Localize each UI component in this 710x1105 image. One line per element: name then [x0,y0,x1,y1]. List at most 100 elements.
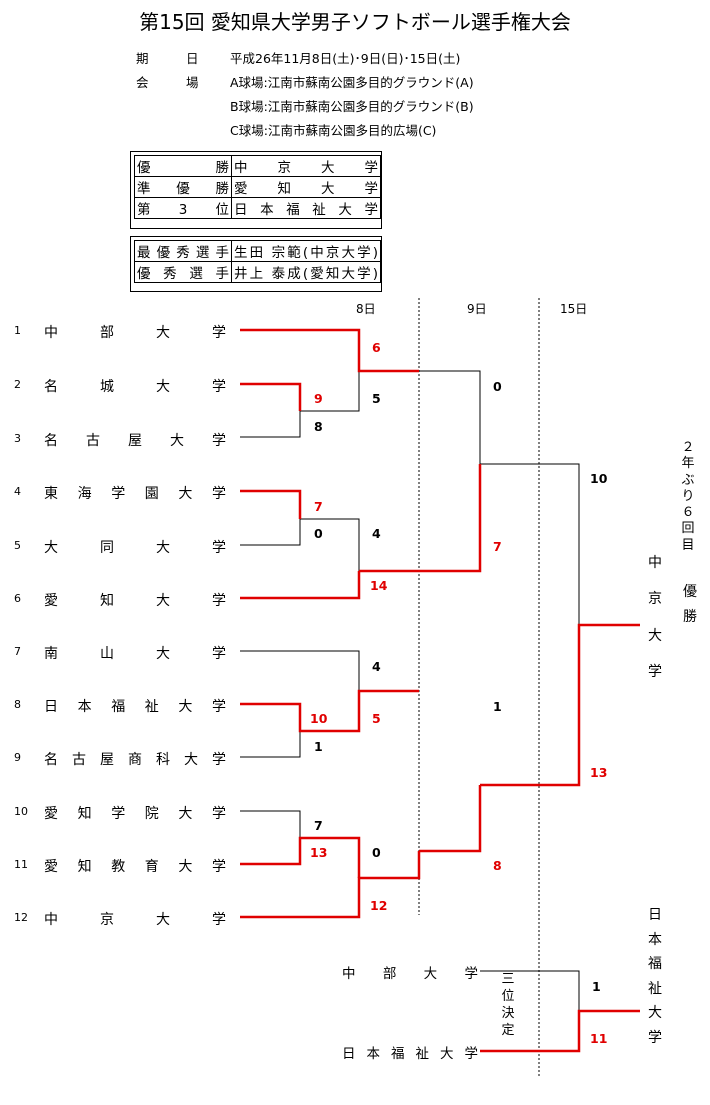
day-header-3: 15日 [560,302,588,316]
score-sf2-bottom: 8 [493,858,502,873]
result-value: 日本福祉大学 [231,197,381,219]
score-final-bottom: 13 [590,765,608,780]
team-entry: 2 名城大学 [14,376,226,396]
team-name: 愛知学院大学 [44,806,226,822]
path-team-5 [240,519,301,546]
score-third-bottom: 11 [590,1031,608,1046]
path-team-2-win [240,382,302,411]
team-entry: 5 大同大学 [14,537,226,557]
path-team-10 [240,810,301,838]
score-r1-team4: 7 [314,499,323,514]
day-header-2: 9日 [467,302,487,316]
award-value: 生田 宗範(中京大学) [231,240,381,262]
team-number: 6 [14,592,21,605]
award-label: 優秀選手 [134,261,232,283]
team-name: 名古屋大学 [44,433,226,449]
score-r1-team8: 10 [310,711,328,726]
path-third-loser [480,970,580,1011]
third-team-a: 中部大学 [342,966,478,982]
score-r1-team9: 1 [314,739,323,754]
team-number: 10 [14,805,28,818]
team-number: 11 [14,858,28,871]
team-entry: 9 名古屋商科大学 [14,749,226,769]
champion-title: 優勝 [683,584,697,626]
score-r2-4-bottom: 12 [370,898,388,913]
path-team-4-win [240,489,302,519]
team-name: 名古屋商科大学 [44,752,226,768]
team-name: 愛知教育大学 [44,859,226,875]
path-team-12-win [240,851,421,919]
path-team-3 [240,411,301,438]
path-sf2-win [419,785,482,853]
team-name: 名城大学 [44,379,226,395]
venue-b: B球場:江南市蘇南公園多目的グラウンド(B) [230,99,474,114]
venue-a: A球場:江南市蘇南公園多目的グラウンド(A) [230,75,474,90]
score-r2-4-top: 0 [372,845,381,860]
third-place-label: 三位決定 [501,972,515,1038]
path-sf1-win [359,464,482,573]
team-number: 8 [14,698,21,711]
third-place-winner: 日本福祉大学 [648,907,662,1046]
date-label: 期 日 [136,51,199,66]
award-label: 最優秀選手 [134,240,232,262]
score-r2-2-top: 4 [372,526,381,541]
result-label: 第3位 [134,197,232,219]
winning-paths [240,328,640,1053]
award-row-outstanding: 優秀選手 井上 泰成(愛知大学) [134,261,381,283]
result-label: 優勝 [134,155,232,177]
team-number: 2 [14,378,21,391]
result-row-champion: 優勝 中京大学 [134,155,381,177]
score-r1-team10: 7 [314,818,323,833]
losing-paths [240,370,580,1011]
score-r1-team5: 0 [314,526,323,541]
path-final-loser [480,463,580,625]
date-value: 平成26年11月8日(土)･9日(日)･15日(土) [230,51,461,66]
score-r2-1-bottom: 5 [372,391,381,406]
path-third-win [480,1009,640,1053]
award-value: 井上 泰成(愛知大学) [231,261,381,283]
team-name: 日本福祉大学 [44,699,226,715]
path-team-8-win [240,689,419,733]
path-team-11-win [240,836,361,878]
page-title: 第15回 愛知県大学男子ソフトボール選手権大会 [139,10,571,34]
team-number: 12 [14,911,28,924]
awards-frame [130,236,382,292]
path-sf1-loser [419,370,481,464]
team-name: 大同大学 [44,540,226,556]
score-r2-1-top: 6 [372,340,381,355]
score-r2-2-bottom: 14 [370,578,388,593]
path-team-9 [240,731,301,758]
path-team-6-win [240,571,361,600]
team-entry: 8 日本福祉大学 [14,696,226,716]
path-team-7 [240,650,360,691]
awards-table: 最優秀選手 生田 宗範(中京大学) 優秀選手 井上 泰成(愛知大学) [134,240,381,283]
day-header-1: 8日 [356,302,376,316]
score-r2-3-bottom: 5 [372,711,381,726]
score-third-top: 1 [592,979,601,994]
path-r2-2-loser [300,518,360,571]
score-sf2-top: 1 [493,699,502,714]
team-number: 4 [14,485,21,498]
award-row-mvp: 最優秀選手 生田 宗範(中京大学) [134,240,381,262]
team-name: 愛知大学 [44,593,226,609]
score-final-top: 10 [590,471,608,486]
team-entry: 11 愛知教育大学 [14,856,226,876]
path-r2-1-loser [300,371,360,412]
results-frame [130,151,382,229]
venue-c: C球場:江南市蘇南公園多目的広場(C) [230,123,437,138]
path-final-win [480,623,640,787]
team-name: 中部大学 [44,325,226,341]
score-r1-team2: 9 [314,391,323,406]
team-number: 7 [14,645,21,658]
champion-name: 中京大学 [648,555,662,681]
team-number: 5 [14,539,21,552]
team-number: 9 [14,751,21,764]
results-table: 優勝 中京大学 準優勝 愛知大学 第3位 日本福祉大学 [134,155,381,219]
venue-label: 会 場 [136,75,199,90]
